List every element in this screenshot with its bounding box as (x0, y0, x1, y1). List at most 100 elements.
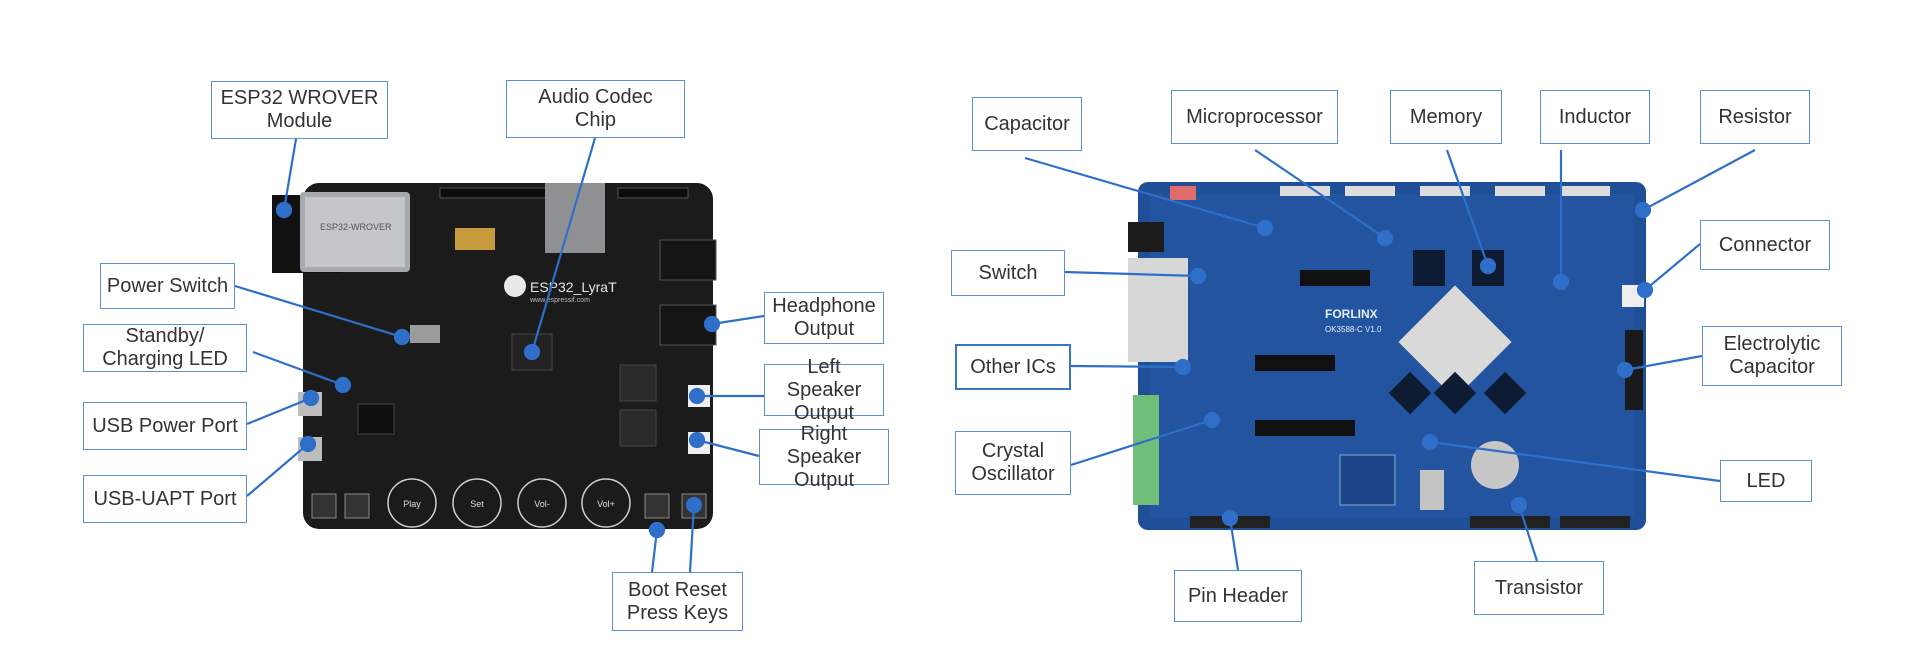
callout-lines (234, 137, 1756, 573)
leader-line-capacitor (1024, 156, 1266, 230)
leader-line-connector (1644, 243, 1701, 291)
leader-line-audio-codec-chip (530, 137, 597, 353)
dip-switch (455, 228, 495, 250)
leader-line-power-switch (234, 284, 403, 339)
label-connector: Connector (1700, 220, 1830, 270)
leader-dot-resistor (1634, 201, 1652, 219)
label-other-ics: Other ICs (955, 344, 1071, 390)
headphone-jack-1 (659, 239, 717, 281)
espressif-logo (504, 275, 526, 297)
label-standby-charging-led: Standby/ Charging LED (83, 324, 247, 372)
touch-key-label: Set (470, 499, 484, 509)
label-microprocessor: Microprocessor (1171, 90, 1338, 144)
leader-dot-electrolytic-capacitor (1616, 361, 1634, 379)
leader-dot-boot-reset-press-keys (648, 521, 666, 539)
leader-line-electrolytic-capacitor (1624, 354, 1703, 372)
label-power-switch: Power Switch (100, 263, 235, 309)
leader-dot-right-speaker-output (688, 431, 706, 449)
leader-dot-connector (1636, 281, 1654, 299)
red-switch (1170, 186, 1196, 200)
leader-dot-left-speaker-output (688, 387, 706, 405)
leader-dot-switch (1189, 267, 1207, 285)
ethernet-port-1 (1128, 258, 1188, 310)
label-right-speaker-output: Right Speaker Output (759, 423, 889, 491)
label-usb-uapt-port: USB-UAPT Port (83, 475, 247, 523)
left-board: ESP32-WROVER ESP32_LyraT www.espressif.c… (272, 183, 717, 529)
touch-keys: Play Set Vol- Vol+ (387, 478, 631, 528)
memory-chip-1 (1413, 250, 1445, 286)
silkscreen-url: www.espressif.com (529, 297, 590, 304)
touch-key-play (387, 478, 437, 528)
label-audio-codec-chip: Audio Codec Chip (506, 80, 685, 138)
sd-card-slot (545, 183, 605, 253)
silkscreen-model: OK3588-C V1.0 (1325, 325, 1382, 334)
leader-dot-boot-reset-press-keys (685, 496, 703, 514)
leader-line-boot-reset-press-keys (688, 504, 696, 573)
leader-dot-transistor (1510, 496, 1528, 514)
label-electrolytic-capacitor: Electrolytic Capacitor (1702, 326, 1842, 386)
label-headphone-output: Headphone Output (764, 292, 884, 344)
leader-dot-audio-codec-chip (523, 343, 541, 361)
leader-dot-usb-power-port (302, 389, 320, 407)
leader-line-switch (1064, 270, 1199, 278)
svg-text:ESP32-WROVER: ESP32-WROVER (320, 222, 392, 232)
leader-dot-capacitor (1256, 219, 1274, 237)
leader-line-memory (1445, 149, 1490, 267)
label-crystal-oscillator: Crystal Oscillator (955, 431, 1071, 495)
leader-line-pin-header (1228, 517, 1240, 571)
leader-dot-power-switch (393, 328, 411, 346)
leader-dot-microprocessor (1376, 229, 1394, 247)
right-board: FORLINX OK3588-C V1.0 (1128, 182, 1646, 530)
touch-key-label: Play (403, 499, 421, 509)
label-led: LED (1720, 460, 1812, 502)
silkscreen-title: ESP32_LyraT (530, 279, 617, 295)
leader-dot-other-ics (1174, 358, 1192, 376)
touch-key-label: Vol+ (597, 499, 615, 509)
leader-line-led (1429, 440, 1721, 483)
leader-line-right-speaker-output (696, 438, 760, 458)
leader-line-transistor (1517, 504, 1539, 562)
label-transistor: Transistor (1474, 561, 1604, 615)
label-esp32-wrover-module: ESP32 WROVER Module (211, 81, 388, 139)
leader-line-microprocessor (1254, 149, 1386, 239)
leader-line-other-ics (1070, 364, 1184, 369)
terminal-block (1133, 395, 1159, 505)
boot-key (644, 493, 670, 519)
label-memory: Memory (1390, 90, 1502, 144)
leader-line-standby-charging-led (252, 350, 344, 387)
leader-dot-standby-charging-led (334, 376, 352, 394)
leader-line-headphone-output (711, 314, 765, 326)
label-capacitor: Capacitor (972, 97, 1082, 151)
label-pin-header: Pin Header (1174, 570, 1302, 622)
power-switch-part (410, 325, 440, 343)
touch-key-vol-up (581, 478, 631, 528)
label-usb-power-port: USB Power Port (83, 402, 247, 450)
touch-key-label: Vol- (534, 499, 550, 509)
leader-line-usb-power-port (246, 396, 312, 426)
leader-dot-esp32-wrover-module (275, 201, 293, 219)
leader-dot-crystal-oscillator (1203, 411, 1221, 429)
leader-dot-memory (1479, 257, 1497, 275)
leader-line-crystal-oscillator (1070, 418, 1213, 467)
pcie-slot-1 (1255, 355, 1335, 371)
label-inductor: Inductor (1540, 90, 1650, 144)
ethernet-port-2 (1128, 310, 1188, 362)
leader-dot-pin-header (1221, 509, 1239, 527)
silkscreen-brand: FORLINX (1325, 307, 1378, 321)
top-pin-header-2 (617, 187, 689, 199)
top-pin-header-1 (439, 187, 551, 199)
leader-dot-usb-uapt-port (299, 435, 317, 453)
leader-dot-headphone-output (703, 315, 721, 333)
pcie-slot-2 (1255, 420, 1355, 436)
label-boot-reset-press-keys: Boot Reset Press Keys (612, 572, 743, 631)
label-switch: Switch (951, 250, 1065, 296)
leader-line-resistor (1642, 149, 1756, 211)
leader-dot-inductor (1552, 273, 1570, 291)
label-resistor: Resistor (1700, 90, 1810, 144)
leader-line-esp32-wrover-module (282, 138, 298, 211)
leader-line-usb-uapt-port (246, 443, 309, 497)
leader-dot-led (1421, 433, 1439, 451)
touch-key-vol-down (517, 478, 567, 528)
touch-key-set (452, 478, 502, 528)
